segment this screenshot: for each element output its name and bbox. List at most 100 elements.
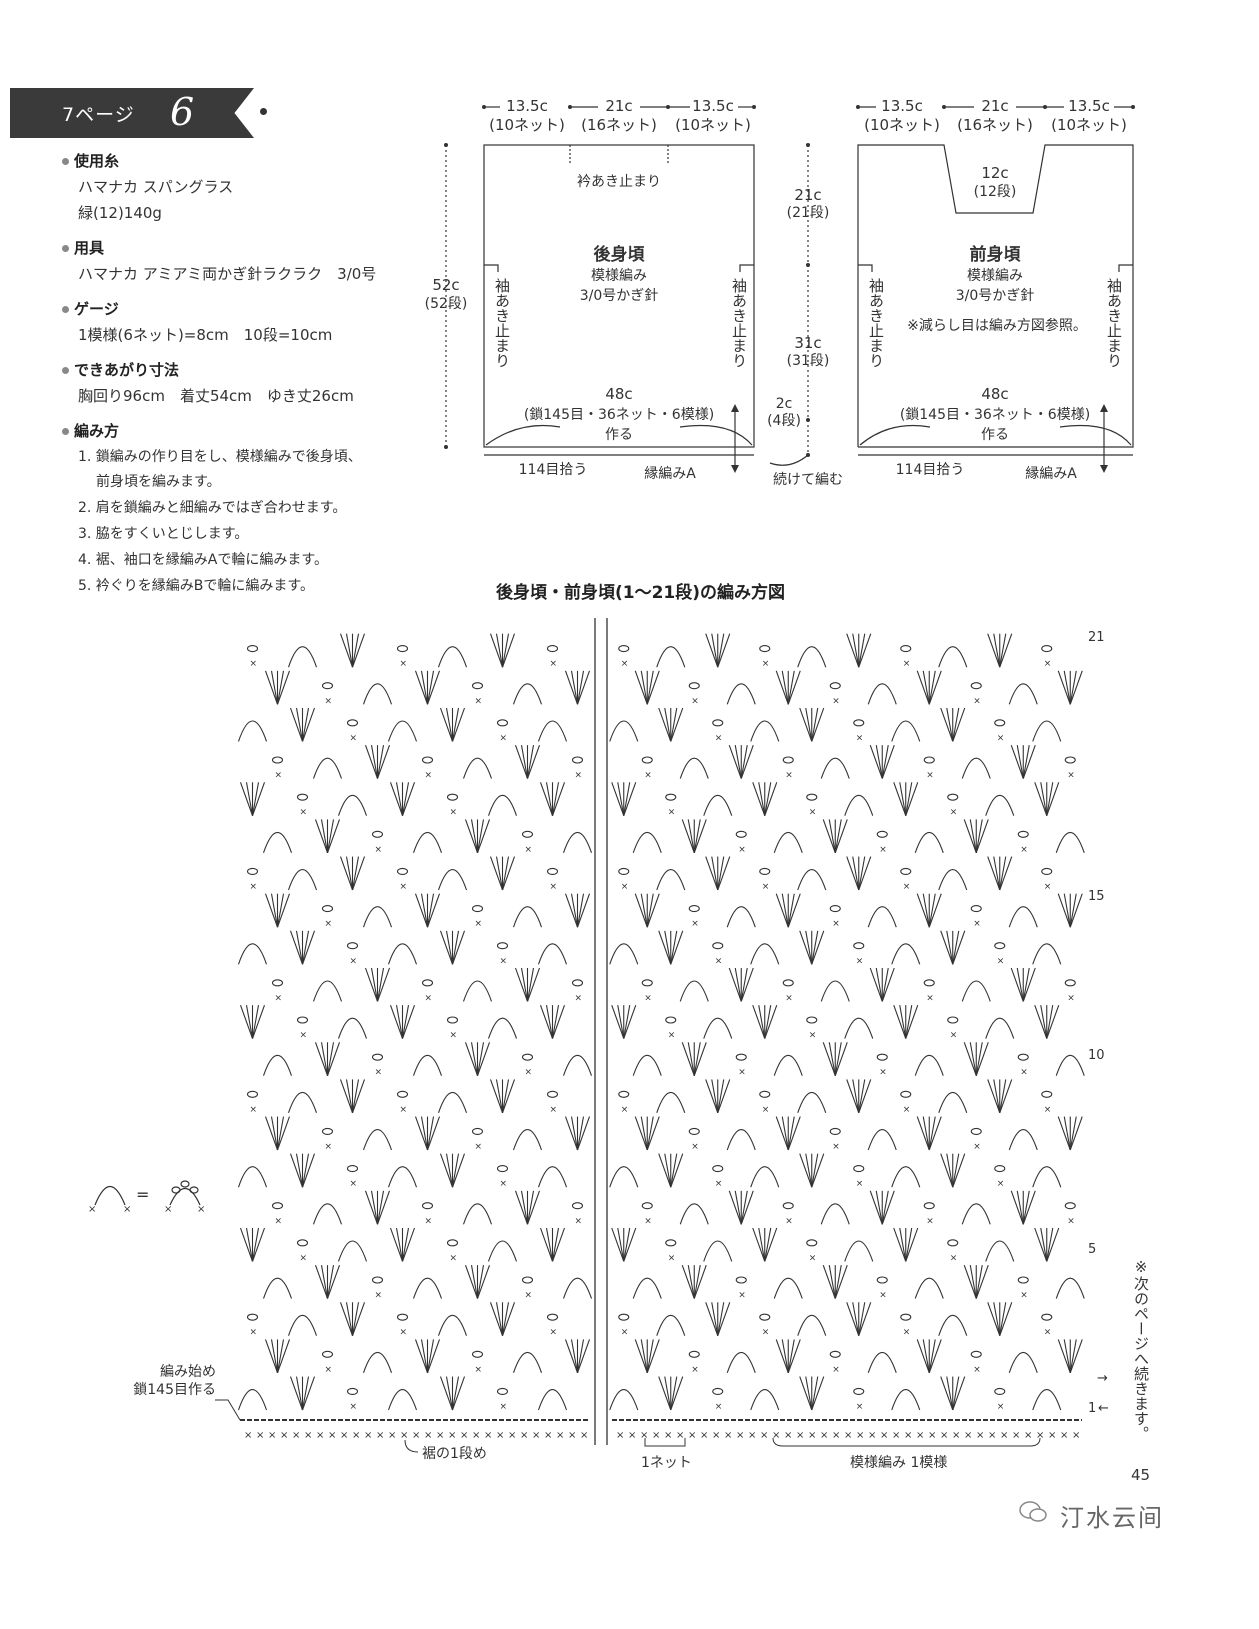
chain-stitch xyxy=(546,645,559,653)
treble-stitch xyxy=(526,967,541,1002)
chain-stitch xyxy=(246,645,259,653)
hem-sc-stitch: × xyxy=(832,1430,840,1441)
treble-stitch xyxy=(1040,1227,1048,1262)
treble-stitch xyxy=(893,1004,907,1039)
mid-height: 31c xyxy=(794,334,821,352)
chain-arch xyxy=(1032,1389,1062,1411)
chain-stitch xyxy=(688,1350,700,1358)
treble-stitch xyxy=(345,1302,354,1336)
chain-stitch xyxy=(396,1090,409,1098)
chain-arch xyxy=(703,794,733,816)
sc-stitch: × xyxy=(300,1253,308,1263)
treble-stitch xyxy=(711,856,719,891)
front-dim-left: 13.5c xyxy=(881,97,923,115)
treble-stitch xyxy=(623,782,637,816)
treble-stitch xyxy=(239,1004,254,1039)
chain-arch xyxy=(726,906,756,928)
page-ref: 7ページ xyxy=(62,104,135,126)
treble-stitch xyxy=(401,782,410,816)
treble-stitch xyxy=(905,782,913,816)
treble-stitch xyxy=(975,819,989,854)
treble-stitch xyxy=(928,1339,936,1373)
sc-stitch: × xyxy=(500,1402,508,1412)
chain-stitch xyxy=(446,1016,459,1024)
sc-stitch: × xyxy=(715,1402,723,1412)
sc-stitch: × xyxy=(525,1291,533,1301)
treble-stitch xyxy=(893,782,907,816)
chain-stitch xyxy=(346,1387,359,1395)
chain-stitch xyxy=(546,1313,559,1321)
chain-stitch xyxy=(421,1202,434,1210)
chain-arch xyxy=(1032,720,1062,742)
treble-stitch xyxy=(822,1042,836,1076)
chain-arch xyxy=(262,1054,293,1076)
hem-sc-stitch: × xyxy=(508,1430,516,1441)
treble-stitch xyxy=(451,930,460,965)
page-number: 45 xyxy=(1131,1466,1151,1484)
treble-stitch xyxy=(664,1376,672,1411)
treble-stitch xyxy=(239,1227,254,1262)
treble-stitch xyxy=(963,1042,977,1076)
treble-stitch xyxy=(570,893,579,928)
legend-equals: = xyxy=(136,1185,149,1204)
treble-stitch xyxy=(276,893,285,928)
treble-stitch xyxy=(470,1265,479,1299)
chain-arch xyxy=(437,869,468,891)
chain-stitch xyxy=(829,905,841,913)
treble-stitch xyxy=(470,819,479,853)
treble-stitch xyxy=(251,1227,260,1262)
chain-arch xyxy=(512,906,543,928)
sc-stitch: × xyxy=(275,993,283,1003)
back-sleeve-right: 袖あき止まり xyxy=(730,278,748,368)
treble-stitch xyxy=(764,782,772,816)
hem-sc-stitch: × xyxy=(1060,1430,1068,1441)
hem-sc-stitch: × xyxy=(808,1430,816,1441)
row-label-15: 15 xyxy=(1088,889,1105,904)
sc-stitch: × xyxy=(300,808,308,818)
treble-stitch xyxy=(351,856,360,891)
hem-sc-stitch: × xyxy=(688,1430,696,1441)
chain-stitch xyxy=(806,1239,818,1247)
chain-stitch xyxy=(571,979,584,987)
back-net-left: (10ネット) xyxy=(489,116,565,134)
sc-stitch: × xyxy=(715,733,723,743)
treble-stitch xyxy=(905,1227,913,1262)
sc-stitch: × xyxy=(644,1216,652,1226)
chain-stitch xyxy=(712,719,724,727)
chain-arch xyxy=(726,1129,756,1151)
treble-stitch xyxy=(1069,1339,1077,1373)
treble-stitch xyxy=(905,1004,919,1039)
treble-stitch xyxy=(916,1116,930,1151)
treble-stitch xyxy=(251,782,266,816)
treble-stitch xyxy=(301,930,316,965)
treble-stitch xyxy=(420,1339,429,1373)
treble-stitch xyxy=(740,745,748,779)
hem-sc-stitch: × xyxy=(244,1430,252,1441)
treble-stitch xyxy=(640,670,648,705)
treble-stitch xyxy=(858,1079,872,1114)
treble-stitch xyxy=(670,707,684,742)
treble-stitch xyxy=(576,1116,591,1151)
chain-arch xyxy=(773,1054,803,1076)
treble-stitch xyxy=(987,1302,1001,1336)
hem-sc-stitch: × xyxy=(568,1430,576,1441)
row-label-5: 5 xyxy=(1088,1242,1096,1257)
treble-stitch xyxy=(526,1190,535,1225)
sc-stitch: × xyxy=(762,882,770,892)
treble-stitch xyxy=(1034,782,1048,816)
treble-stitch xyxy=(551,1227,560,1262)
sc-stitch: × xyxy=(1067,1216,1075,1226)
treble-stitch xyxy=(899,1227,907,1262)
edge-rows: (4段) xyxy=(767,413,801,429)
svg-text:→: → xyxy=(1097,1371,1108,1386)
hem-sc-stitch: × xyxy=(412,1430,420,1441)
treble-stitch xyxy=(245,1005,254,1039)
treble-stitch xyxy=(811,1376,825,1411)
treble-stitch xyxy=(564,1116,579,1151)
chain-arch xyxy=(985,1240,1015,1262)
treble-stitch xyxy=(975,1042,983,1076)
chain-stitch xyxy=(396,867,409,875)
back-title: 後身頃 xyxy=(594,244,646,265)
treble-stitch xyxy=(564,893,579,928)
hem-sc-stitch: × xyxy=(928,1430,936,1441)
